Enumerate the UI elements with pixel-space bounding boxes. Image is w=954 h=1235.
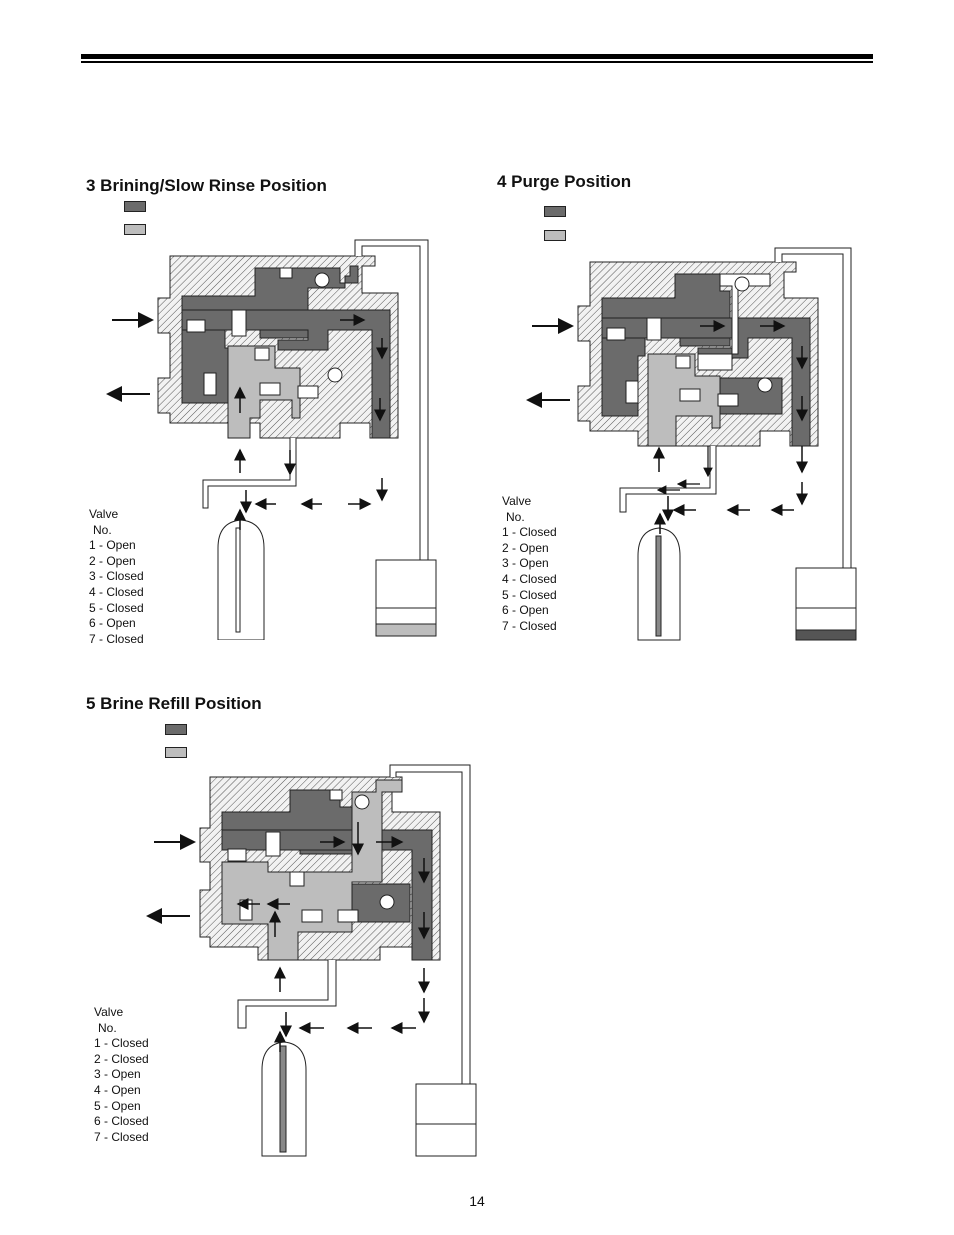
valve-row: 7 - Closed	[89, 631, 144, 646]
valve-table: Valve No. 1 - Open 2 - Open 3 - Closed 4…	[89, 507, 144, 647]
valve-box	[259, 382, 281, 396]
legend-swatch-light	[544, 230, 566, 241]
valve-box	[186, 319, 206, 333]
valve-box	[279, 267, 293, 279]
legend-swatch-dark	[544, 206, 566, 217]
valve-header: Valve	[94, 1005, 124, 1019]
check-ball	[734, 276, 750, 292]
legend-swatch-dark	[165, 724, 187, 735]
valve-header: No.	[93, 522, 112, 537]
legend-swatch-light	[165, 747, 187, 758]
legend-swatch-light	[124, 224, 146, 235]
drain-line	[202, 438, 297, 509]
valve-box	[337, 909, 359, 923]
valve-row: 4 - Open	[94, 1082, 141, 1097]
valve-box	[265, 831, 281, 857]
valve-box	[289, 871, 305, 887]
valve-flow-diagram	[146, 764, 477, 1157]
valve-box	[239, 899, 253, 921]
light-flow-channel	[221, 779, 403, 961]
valve-box	[301, 909, 323, 923]
valve-box	[625, 380, 639, 404]
valve-row: 4 - Closed	[89, 584, 144, 599]
section-title: 5 Brine Refill Position	[86, 694, 262, 713]
valve-table: Valve No. 1 - Closed 2 - Open 3 - Open 4…	[502, 494, 557, 634]
valve-row: 6 - Open	[89, 616, 136, 631]
valve-box	[297, 385, 319, 399]
riser-tube	[279, 1045, 287, 1153]
valve-header: Valve	[89, 507, 119, 521]
check-ball	[314, 272, 330, 288]
valve-flow-diagram	[106, 239, 437, 640]
valve-row: 4 - Closed	[502, 571, 557, 586]
check-ball	[757, 377, 773, 393]
valve-box	[679, 388, 701, 402]
valve-row: 3 - Open	[502, 556, 549, 571]
valve-header: No.	[98, 1020, 117, 1035]
page-number: 14	[469, 1193, 485, 1209]
valve-row: 1 - Closed	[502, 525, 557, 540]
valve-row: 1 - Open	[89, 538, 136, 553]
valve-flow-diagram	[526, 247, 857, 641]
valve-box	[203, 372, 217, 396]
valve-box	[227, 848, 247, 862]
valve-row: 7 - Closed	[502, 618, 557, 633]
brine-tank	[795, 567, 857, 641]
header-rule-thick	[81, 54, 873, 59]
open-flow-channel	[697, 273, 771, 371]
valve-row: 6 - Open	[502, 603, 549, 618]
valve-box	[606, 327, 626, 341]
valve-row: 3 - Closed	[89, 569, 144, 584]
valve-row: 1 - Closed	[94, 1036, 149, 1051]
valve-row: 7 - Closed	[94, 1129, 149, 1144]
resin-tank	[217, 519, 265, 640]
valve-row: 6 - Closed	[94, 1114, 149, 1129]
brine-tank	[375, 559, 437, 637]
valve-row: 2 - Closed	[94, 1051, 149, 1066]
valve-box	[646, 317, 662, 341]
valve-box	[254, 347, 270, 361]
section-title: 3 Brining/Slow Rinse Position	[86, 176, 327, 195]
valve-box	[231, 309, 247, 337]
brine-tank	[415, 1083, 477, 1157]
legend-swatch-dark	[124, 201, 146, 212]
valve-box	[329, 789, 343, 801]
header-rule-thin	[81, 61, 873, 63]
valve-header: Valve	[502, 494, 532, 508]
valve-box	[675, 355, 691, 369]
check-ball	[354, 794, 370, 810]
check-ball	[327, 367, 343, 383]
valve-row: 5 - Closed	[89, 600, 144, 615]
valve-row: 2 - Open	[89, 553, 136, 568]
valve-row: 3 - Open	[94, 1067, 141, 1082]
drain-line	[619, 446, 717, 513]
riser-tube	[655, 535, 662, 637]
valve-header: No.	[506, 509, 525, 524]
riser-tube	[235, 527, 241, 633]
valve-row: 5 - Open	[94, 1098, 141, 1113]
drain-line	[237, 960, 337, 1029]
check-ball	[379, 894, 395, 910]
valve-row: 2 - Open	[502, 540, 549, 555]
valve-row: 5 - Closed	[502, 587, 557, 602]
valve-table: Valve No. 1 - Closed 2 - Closed 3 - Open…	[94, 1005, 149, 1145]
valve-box	[717, 393, 739, 407]
section-title: 4 Purge Position	[497, 172, 632, 191]
